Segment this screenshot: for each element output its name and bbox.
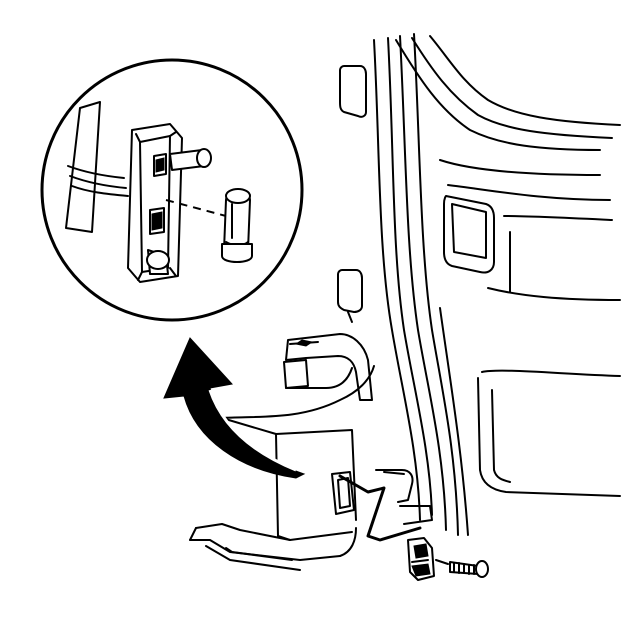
lamp-socket [127, 123, 212, 283]
lamp-housing [189, 333, 433, 571]
wire-harness [65, 101, 129, 233]
screw [435, 559, 489, 578]
body-pillar [337, 33, 621, 536]
retaining-clip [407, 537, 435, 581]
removal-arrow [163, 337, 306, 479]
detail-magnifier-circle [40, 58, 304, 322]
bulb [165, 188, 253, 263]
